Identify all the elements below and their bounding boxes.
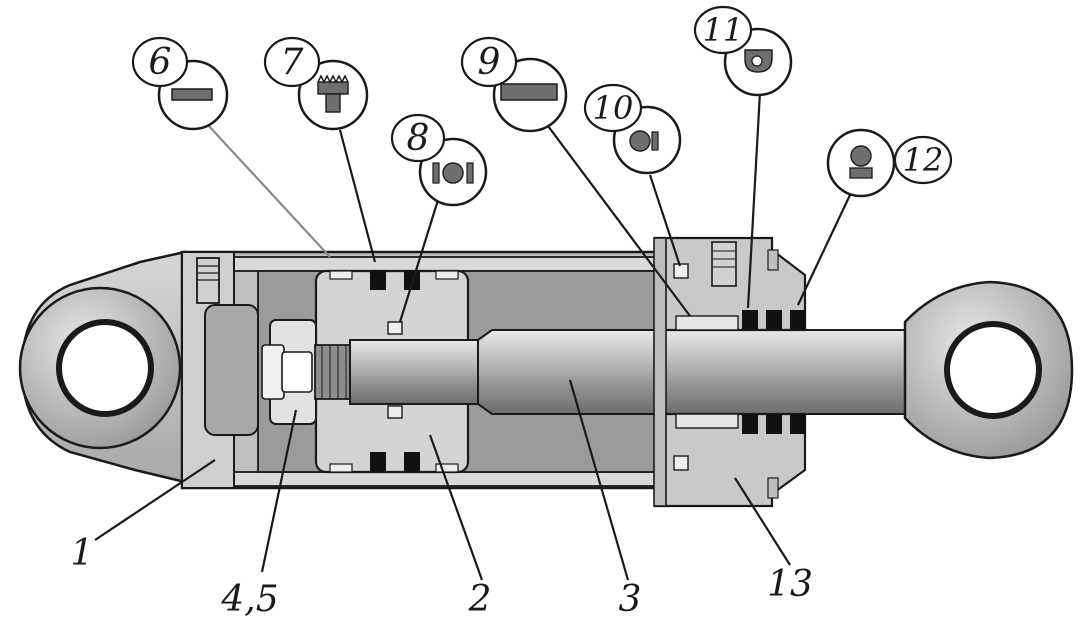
callout-12: 12 bbox=[826, 128, 953, 198]
wiper-icon bbox=[744, 49, 773, 73]
piston-rod bbox=[314, 329, 911, 415]
callout-7-label: 7 bbox=[281, 42, 304, 83]
piston-seal-top-1 bbox=[370, 270, 386, 290]
callout-10: 10 bbox=[583, 83, 682, 175]
seal-icon bbox=[849, 145, 873, 179]
rod-seal-bottom-1 bbox=[742, 414, 758, 434]
callout-6: 6 bbox=[131, 36, 229, 131]
seal-icon bbox=[317, 74, 349, 113]
callout-8: 8 bbox=[390, 113, 488, 207]
o-ring-icon bbox=[432, 162, 474, 184]
rod-gland bbox=[653, 236, 807, 508]
callout-leaders bbox=[94, 91, 851, 581]
o-ring-icon bbox=[629, 130, 659, 152]
part-label-1: 1 bbox=[71, 533, 94, 574]
callout-8-label: 8 bbox=[407, 118, 430, 159]
part-label-3: 3 bbox=[619, 579, 642, 620]
part-label-4-5: 4,5 bbox=[220, 579, 278, 620]
rod-eye bbox=[903, 280, 1074, 460]
rod-seal-bottom-2 bbox=[766, 414, 782, 434]
part-label-13: 13 bbox=[767, 564, 813, 605]
piston-nut bbox=[261, 319, 317, 425]
callout-11-label: 11 bbox=[703, 11, 744, 49]
piston-seal-bottom-1 bbox=[370, 452, 386, 472]
ring-icon bbox=[171, 88, 213, 101]
callout-9: 9 bbox=[460, 36, 568, 133]
callout-7: 7 bbox=[263, 36, 369, 131]
callout-9-label: 9 bbox=[478, 42, 501, 83]
rod-seal-bottom-3 bbox=[790, 414, 806, 434]
callout-12-label: 12 bbox=[903, 141, 944, 179]
rod-seal-top-1 bbox=[742, 310, 758, 330]
callout-6-label: 6 bbox=[149, 42, 172, 83]
rear-clevis bbox=[18, 250, 187, 484]
part-label-2: 2 bbox=[468, 579, 492, 620]
piston-seal-bottom-2 bbox=[404, 452, 420, 472]
rod-seal-top-3 bbox=[790, 310, 806, 330]
callout-11: 11 bbox=[693, 5, 793, 97]
callout-10-label: 10 bbox=[593, 89, 634, 127]
rod-seal-top-2 bbox=[766, 310, 782, 330]
guide-strip-icon bbox=[500, 83, 558, 101]
